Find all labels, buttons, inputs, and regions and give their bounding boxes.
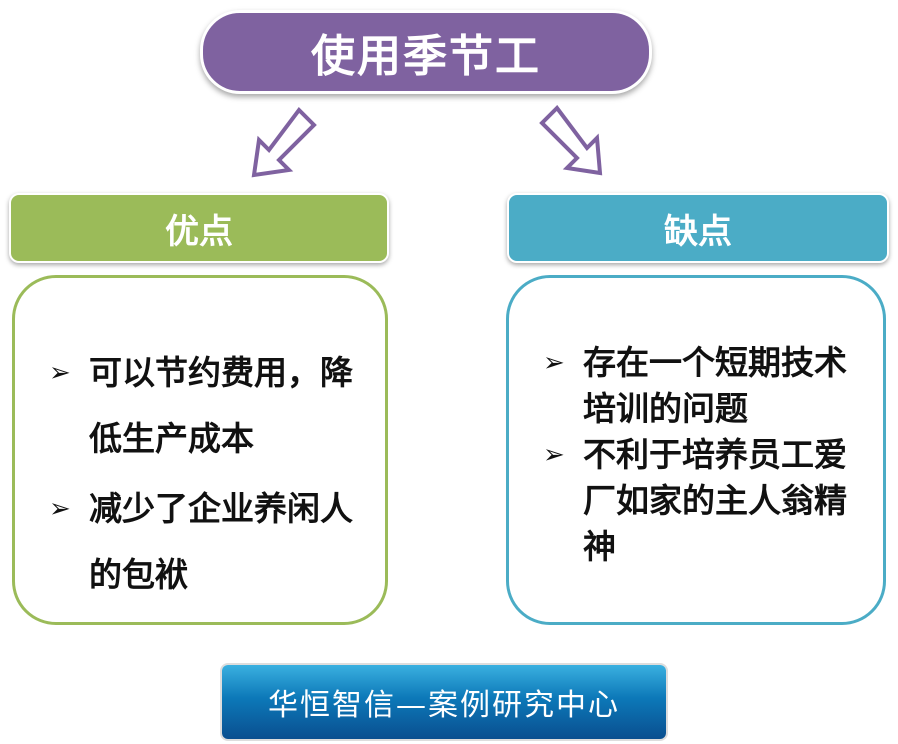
pros-item: ➢可以节约费用，降低生产成本 — [49, 340, 355, 472]
bullet-arrow-icon: ➢ — [543, 440, 565, 470]
footer-banner: 华恒智信—案例研究中心 — [222, 665, 666, 739]
cons-header: 缺点 — [507, 193, 889, 263]
bullet-arrow-icon: ➢ — [543, 348, 565, 378]
pros-item: ➢减少了企业养闲人的包袱 — [49, 476, 355, 608]
cons-item: ➢存在一个短期技术培训的问题 — [543, 340, 855, 432]
bullet-arrow-icon: ➢ — [49, 494, 71, 524]
pros-header: 优点 — [9, 193, 389, 263]
bullet-arrow-icon: ➢ — [49, 358, 71, 388]
cons-item: ➢不利于培养员工爱厂如家的主人翁精神 — [543, 432, 855, 570]
arrow-down-left-icon — [251, 106, 317, 178]
arrow-down-right-icon — [539, 105, 603, 176]
pros-box: ➢可以节约费用，降低生产成本 ➢减少了企业养闲人的包袱 — [12, 275, 388, 625]
title-pill: 使用季节工 — [200, 10, 652, 94]
cons-box: ➢存在一个短期技术培训的问题 ➢不利于培养员工爱厂如家的主人翁精神 — [506, 275, 886, 625]
